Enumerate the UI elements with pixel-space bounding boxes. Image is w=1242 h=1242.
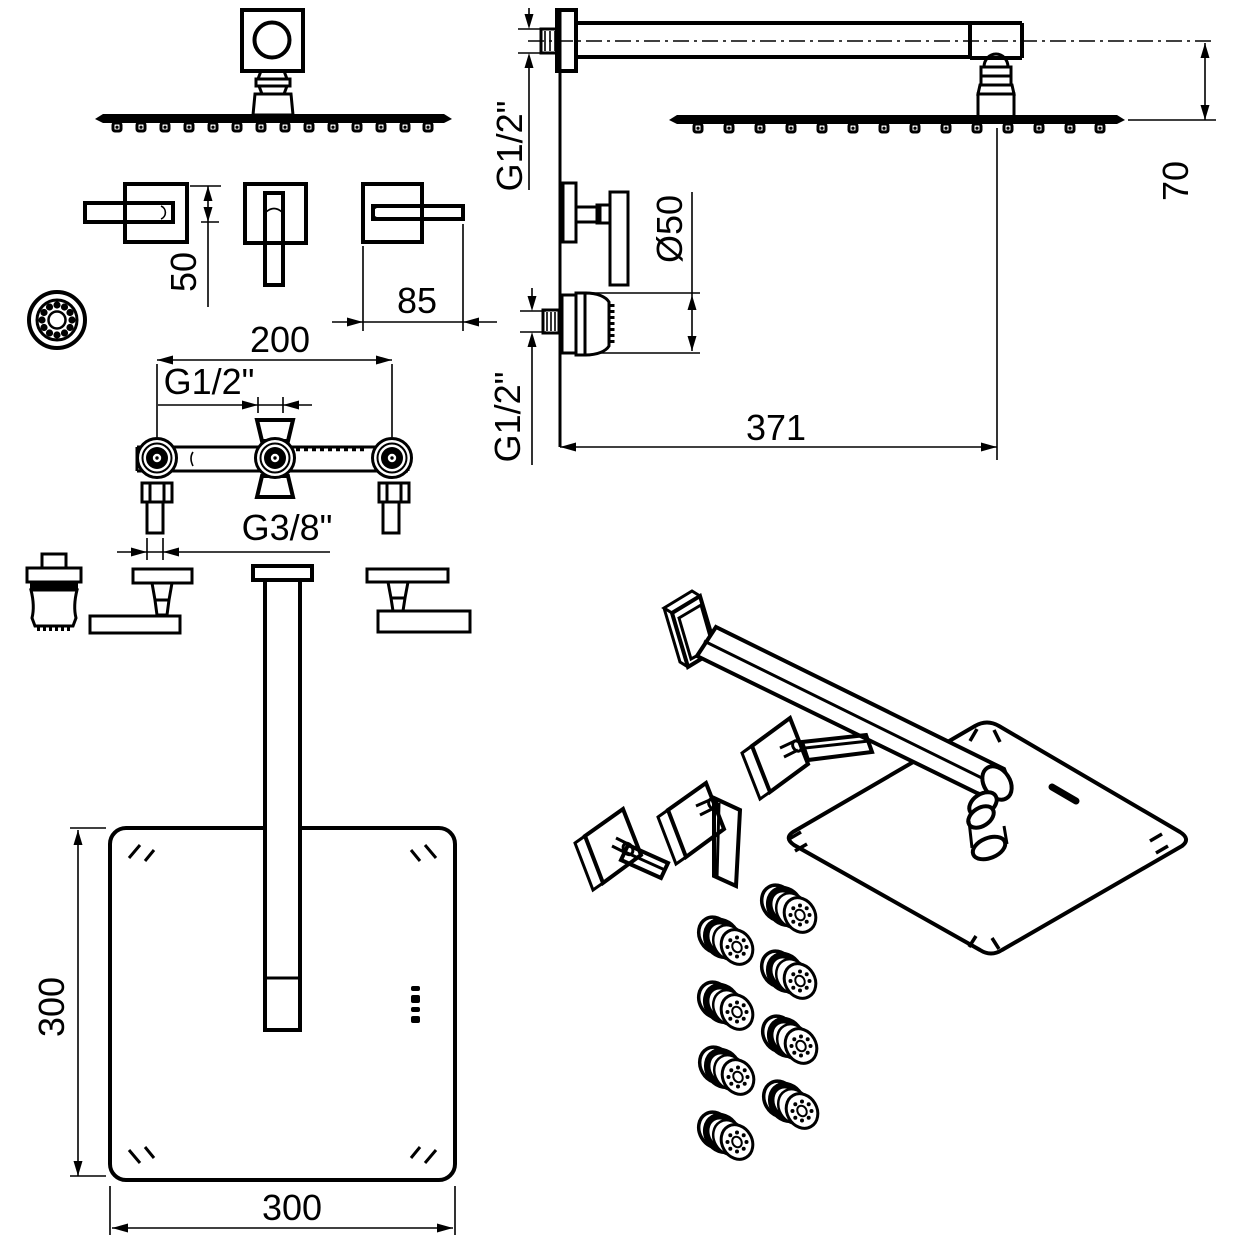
handle-lever-center [263,191,285,287]
handle-profile-right [365,567,472,634]
shower-head-side [669,115,1125,124]
dim-head-width-label: 300 [262,1187,322,1228]
arm-plan [263,578,302,1032]
plan-corner-marks [127,844,438,1164]
iso-ball-joint [966,790,1009,862]
shower-head-edge [95,114,452,123]
manifold-port-left [136,437,178,479]
rough-in-valve-manifold: 200 G1/2" G3/8" [117,319,413,560]
head-connector-side [976,92,1016,119]
handle-lever-right [371,204,465,221]
handle-plate-right [361,182,424,244]
front-view-overhead-shower [95,8,452,133]
handle-side-view [561,181,630,287]
dim-body-jet-thread-label: G1/2" [487,372,528,463]
dim-head-drop-label: 70 [1155,161,1196,201]
dim-valve-span-label: 200 [250,319,310,360]
dim-valve-thread-label: G1/2" [164,361,255,402]
nozzle-row-side [692,122,1106,134]
manifold-port-right [371,437,413,479]
body-jet-profile [25,552,83,631]
handle-lever-left [83,201,175,224]
handle-profile-left [88,567,194,635]
dim-arm-wall-thread-label: G1/2" [489,101,530,192]
valve-body-bottom [254,474,296,499]
plan-dimensions: 300 300 [31,827,456,1235]
iso-handle-center [656,779,743,890]
ball-joint-circle [252,20,292,60]
dim-body-jet-diameter-label: Ø50 [649,195,690,263]
iso-handle-left [573,805,671,893]
dim-supply-thread-label: G3/8" [242,507,333,548]
dim-handle-width-label: 85 [397,280,437,321]
side-view-arm-and-head: G1/2" 70 Ø50 G1/2" 371 [487,8,1216,465]
ball-joint-dome [982,52,1010,69]
iso-plate-corner-marks [788,728,1169,950]
iso-body-jets [692,879,824,1165]
valve-body-top [254,418,296,443]
head-connector [251,92,295,117]
plan-view-shower-head: 300 300 [31,564,457,1235]
manifold-fittings [140,481,411,535]
iso-logo-mark [1048,783,1080,805]
body-jet-side-view [541,291,615,357]
side-view-dimensions: G1/2" 70 Ø50 G1/2" 371 [487,8,1216,465]
wall-bracket-plate [240,8,305,73]
side-parts-row [25,552,472,635]
front-view-mixer-handles: 50 85 [83,182,497,331]
dim-head-length-label: 300 [31,977,72,1037]
brand-logo-marks [411,986,420,1023]
isometric-parts-view [573,589,1188,1165]
jet-nozzle-dots [38,301,76,339]
dim-handle-depth-label: 50 [163,252,204,292]
handle-plate-center [243,182,308,245]
arm-flange-plan [251,564,314,582]
manifold-port-center [254,437,296,479]
nozzle-row [111,121,434,133]
manifold-dimensions: 200 G1/2" G3/8" [117,319,393,560]
dim-arm-length-label: 371 [746,407,806,448]
iso-handle-right [740,714,875,802]
body-jet-face-view [27,290,87,350]
handle-dimensions: 50 85 [163,185,497,331]
handle-plate-left [123,182,189,244]
